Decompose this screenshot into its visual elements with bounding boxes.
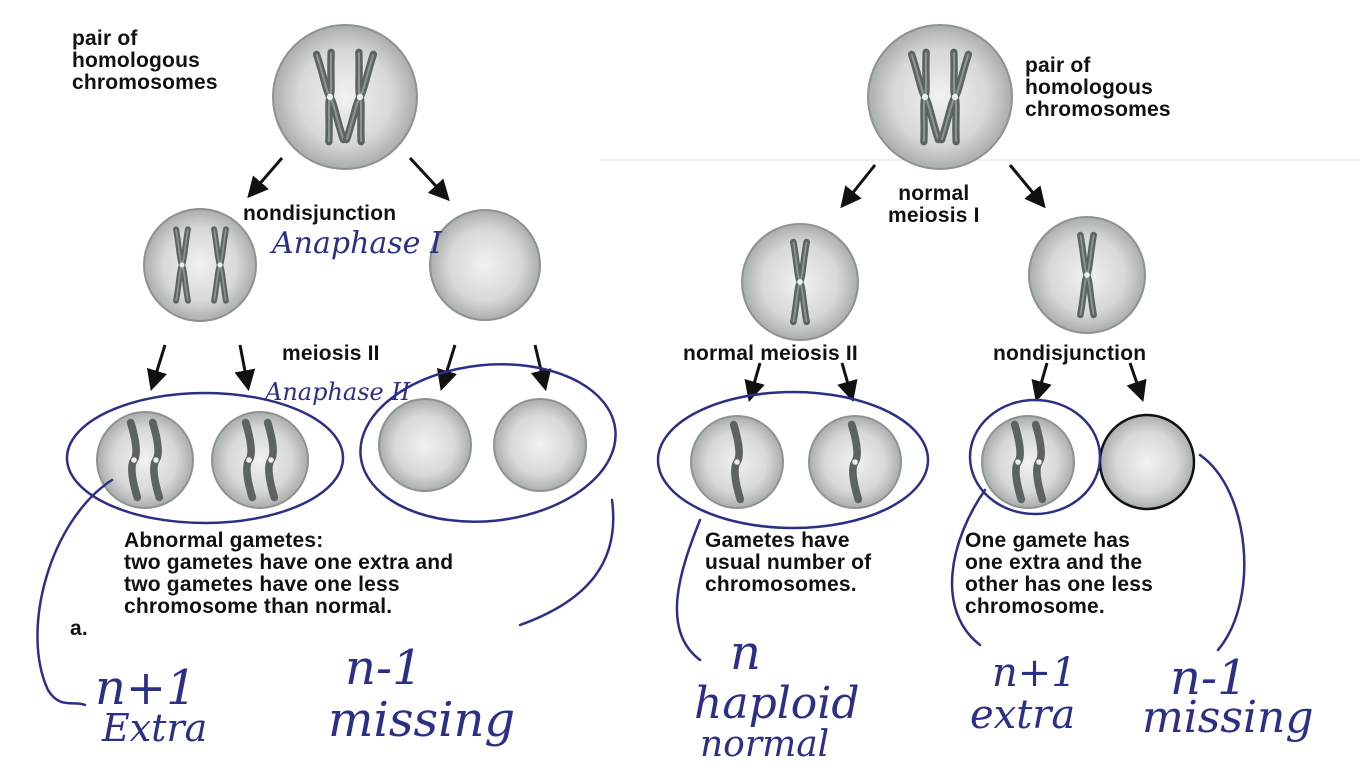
hand-anaphase2: Anaphase II <box>265 378 410 406</box>
hand-missing-left: missing <box>328 692 515 748</box>
hand-normal: normal <box>700 724 829 765</box>
right-normal-meiosis2-label: normal meiosis II <box>683 343 858 365</box>
left-gamete-1 <box>97 412 193 508</box>
right-top-label: pair of homologous chromosomes <box>1025 55 1171 121</box>
hand-haploid: haploid <box>694 678 860 729</box>
right-gamete-normal-1 <box>691 416 783 508</box>
right-nondisjunction-label: nondisjunction <box>993 343 1146 365</box>
right-gamete-extra <box>982 416 1074 508</box>
hand-missing-right: missing <box>1142 692 1314 743</box>
hand-extra-left: Extra <box>102 706 207 750</box>
hand-extra-right: extra <box>970 692 1075 738</box>
panel-letter: a. <box>70 618 88 640</box>
left-empty-cell <box>430 210 540 320</box>
right-normal-meiosis1-label: normal meiosis I <box>888 183 980 227</box>
hand-n-middle: n <box>730 625 761 681</box>
connector-n-middle <box>677 520 700 660</box>
right-cell-left <box>742 224 858 340</box>
hand-n-minus-1-left: n-1 <box>345 640 423 696</box>
connector-n-minus-1-right <box>1200 455 1244 650</box>
left-meiosis2-label: meiosis II <box>282 343 380 365</box>
connector-n-minus-1-left <box>520 500 613 625</box>
left-nondisjunction-label: nondisjunction <box>243 203 396 225</box>
left-top-label: pair of homologous chromosomes <box>72 28 218 94</box>
right-caption-normal: Gametes have usual number of chromosomes… <box>705 530 871 596</box>
left-gamete-4 <box>494 399 586 491</box>
left-caption: Abnormal gametes: two gametes have one e… <box>124 530 453 618</box>
right-gamete-normal-2 <box>809 416 901 508</box>
left-gamete-3 <box>379 399 471 491</box>
hand-n-plus-1-right: n+1 <box>992 650 1077 696</box>
right-cell-right <box>1029 217 1145 333</box>
left-gamete-2 <box>212 412 308 508</box>
right-caption-abnormal: One gamete has one extra and the other h… <box>965 530 1153 618</box>
hand-anaphase1: Anaphase I <box>272 226 442 261</box>
left-cell-with-both <box>144 209 256 321</box>
left-top-cell <box>273 25 417 169</box>
right-top-cell <box>868 25 1012 169</box>
right-gamete-missing <box>1100 415 1194 509</box>
